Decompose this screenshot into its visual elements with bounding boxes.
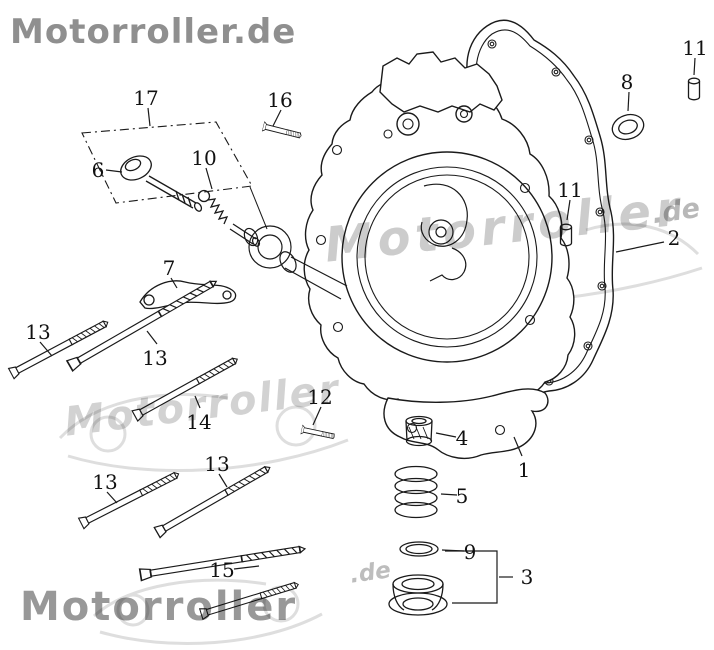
part-6-oil-plug [120,155,203,212]
part-label-13-d: 13 [204,452,230,476]
part-label-13-c: 13 [92,470,118,494]
part-label-13-b: 13 [142,346,168,370]
part-label-17: 17 [133,86,159,110]
part-17-dashed-region [81,121,268,230]
kickstart-mechanism-detail [420,183,468,282]
part-8-oil-seal [611,113,645,141]
part-label-14: 14 [186,410,212,434]
part-15-screw-b [199,578,301,620]
part-11-dowel-pin-top [687,77,701,101]
part-label-15: 15 [209,558,235,582]
part-label-12: 12 [307,385,333,409]
watermark-swoosh-lower-left [58,393,349,473]
part-label-6: 6 [91,158,105,182]
part-label-4: 4 [455,426,469,450]
part-1-crankcase-cover [243,51,576,460]
leader-lines [39,57,696,604]
part-11-dowel-pin-mid [559,223,573,247]
shaft-tube-and-bearing [243,225,348,300]
part-16-screw [261,121,303,141]
part-label-9: 9 [463,540,477,564]
part-label-11-mid: 11 [557,178,583,202]
part-label-10: 10 [191,146,217,170]
part-12-screw [300,424,337,442]
part-label-7: 7 [162,256,176,280]
part-label-5: 5 [455,484,469,508]
part-label-8: 8 [620,70,634,94]
part-label-1: 1 [517,458,531,482]
part-3-seal-cup [388,574,448,616]
part-label-2: 2 [667,226,681,250]
part-label-13-a: 13 [25,320,51,344]
part-5-spring [394,465,438,519]
part-4-bushing [405,415,433,447]
part-label-11-top: 11 [682,36,708,60]
part-label-16: 16 [267,88,293,112]
part-label-3: 3 [520,565,534,589]
part-9-washer [399,541,439,557]
part-10-spring-pin [197,189,261,247]
